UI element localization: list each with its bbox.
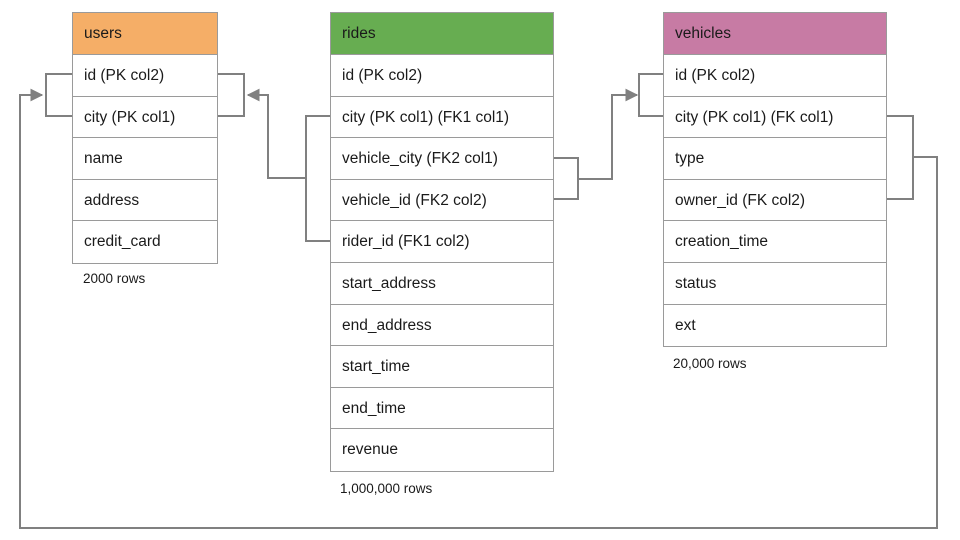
users-right-bracket	[218, 73, 245, 117]
table-vehicles-column-type[interactable]: type	[664, 138, 886, 180]
table-rides-column-vehicle-id[interactable]: vehicle_id (FK2 col2)	[331, 179, 553, 222]
table-rides-column-end-time[interactable]: end_time	[331, 387, 553, 430]
table-users-column-name[interactable]: name	[73, 138, 217, 180]
table-rides[interactable]: rides id (PK col2) city (PK col1) (FK1 c…	[330, 12, 554, 472]
rides-right-bracket	[554, 157, 579, 200]
table-vehicles-row-count: 20,000 rows	[673, 356, 747, 371]
connector-rides-to-vehicles	[578, 88, 639, 180]
table-users-header: users	[73, 13, 217, 55]
vehicles-left-bracket	[638, 73, 663, 117]
table-users-row-count: 2000 rows	[83, 271, 146, 286]
table-vehicles[interactable]: vehicles id (PK col2) city (PK col1) (FK…	[663, 12, 887, 348]
table-rides-column-city[interactable]: city (PK col1) (FK1 col1)	[331, 96, 553, 139]
rides-left-bracket	[305, 115, 330, 242]
table-users-column-credit-card[interactable]: credit_card	[73, 221, 217, 263]
table-rides-column-id[interactable]: id (PK col2)	[331, 55, 553, 97]
table-vehicles-header: vehicles	[664, 13, 886, 55]
table-rides-column-revenue[interactable]: revenue	[331, 429, 553, 471]
table-rides-column-start-time[interactable]: start_time	[331, 346, 553, 388]
connector-rides-to-users	[246, 88, 306, 179]
table-users-column-city[interactable]: city (PK col1)	[73, 96, 217, 139]
table-users-column-id[interactable]: id (PK col2)	[73, 55, 217, 97]
table-rides-column-rider-id[interactable]: rider_id (FK1 col2)	[331, 221, 553, 263]
vehicles-right-bracket	[887, 115, 914, 200]
table-users[interactable]: users id (PK col2) city (PK col1) name a…	[72, 12, 218, 264]
table-vehicles-column-status[interactable]: status	[664, 262, 886, 305]
table-vehicles-column-city[interactable]: city (PK col1) (FK col1)	[664, 96, 886, 139]
table-rides-row-count: 1,000,000 rows	[340, 481, 433, 496]
table-users-column-address[interactable]: address	[73, 179, 217, 222]
table-rides-column-vehicle-city[interactable]: vehicle_city (FK2 col1)	[331, 138, 553, 180]
users-left-bracket	[45, 73, 72, 117]
table-rides-column-end-address[interactable]: end_address	[331, 304, 553, 347]
table-vehicles-column-creation-time[interactable]: creation_time	[664, 221, 886, 263]
table-vehicles-column-ext[interactable]: ext	[664, 304, 886, 347]
table-vehicles-column-id[interactable]: id (PK col2)	[664, 55, 886, 97]
table-vehicles-column-owner-id[interactable]: owner_id (FK col2)	[664, 179, 886, 222]
table-rides-header: rides	[331, 13, 553, 55]
table-rides-column-start-address[interactable]: start_address	[331, 262, 553, 305]
